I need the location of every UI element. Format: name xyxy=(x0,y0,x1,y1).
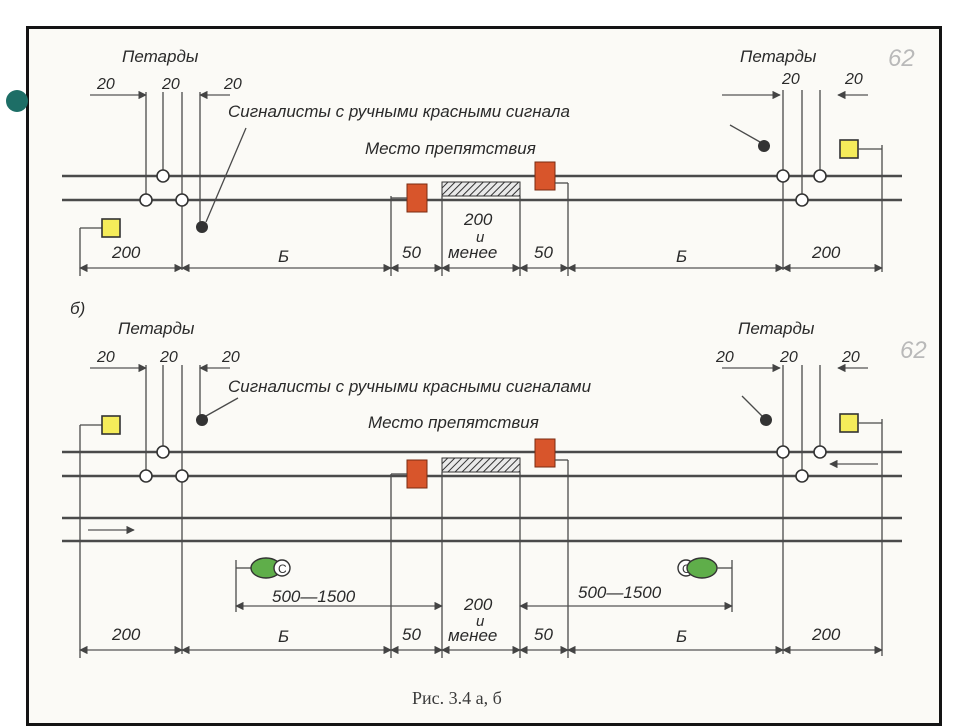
signalman-left-b xyxy=(196,414,208,426)
obstacle-area-b xyxy=(441,457,521,473)
signalman-leader-right-a xyxy=(729,124,761,143)
petard-b-3 xyxy=(175,469,189,483)
red-signal-left-a xyxy=(406,183,428,213)
dim-label-a-less: менее xyxy=(448,243,497,262)
petards-right-label-a: Петарды xyxy=(740,47,817,66)
dim-label-b-less: менее xyxy=(448,626,497,645)
signalman-right-b xyxy=(760,414,772,426)
dim-label-a-200-right: 200 xyxy=(811,243,841,262)
signalmen-label-b: Сигналисты с ручными красными сигналами xyxy=(228,377,592,396)
petard-a-1 xyxy=(139,193,153,207)
signalmen-label-a: Сигналисты с ручными красными сигнала xyxy=(228,102,570,121)
petard-b-r3 xyxy=(813,445,827,459)
yellow-signal-left-b xyxy=(101,415,121,435)
petard-a-3 xyxy=(175,193,189,207)
petard-a-r3 xyxy=(813,169,827,183)
yellow-signal-right-b xyxy=(839,413,859,433)
petard-a-2 xyxy=(156,169,170,183)
signalman-leader-left-b xyxy=(205,397,239,417)
figure-caption: Рис. 3.4 а, б xyxy=(412,688,502,708)
section-a: Петарды Петарды 20 20 20 20 20 Сигналист… xyxy=(62,45,915,276)
page-number-b: 62 xyxy=(900,337,927,364)
dim-label-b-50-left: 50 xyxy=(402,625,421,644)
spacing-left-1-b: 20 xyxy=(96,349,115,366)
signalman-left-a xyxy=(196,221,208,233)
section-b: б) Петарды Петарды 20 20 20 20 20 20 Сиг… xyxy=(62,299,927,658)
spacing-right-3-b: 20 xyxy=(841,349,860,366)
spacing-right-1-a: 20 xyxy=(781,71,800,88)
dim-label-a-50-left: 50 xyxy=(402,243,421,262)
dim-label-a-200-left: 200 xyxy=(111,243,141,262)
petard-a-r1 xyxy=(776,169,790,183)
spacing-right-2-b: 20 xyxy=(779,349,798,366)
dim-label-a-200-mid: 200 xyxy=(463,210,493,229)
petards-left-label-a: Петарды xyxy=(122,47,199,66)
page-number-a: 62 xyxy=(888,45,915,72)
diagram-frame xyxy=(26,26,942,726)
petard-b-r1 xyxy=(776,445,790,459)
dim-label-b-200-right: 200 xyxy=(811,625,841,644)
signalman-leader-left-a xyxy=(205,127,247,223)
dim-label-b-200-left: 200 xyxy=(111,625,141,644)
dim-label-a-and: и xyxy=(476,229,485,246)
spacing-left-2-a: 20 xyxy=(161,76,180,93)
obstacle-label-a: Место препятствия xyxy=(365,139,536,158)
petard-b-2 xyxy=(156,445,170,459)
dim-label-a-50-right: 50 xyxy=(534,243,553,262)
spacing-left-2-b: 20 xyxy=(159,349,178,366)
spacing-left-1-a: 20 xyxy=(96,76,115,93)
red-signal-right-a xyxy=(534,161,556,191)
dim-label-b-b-right: Б xyxy=(676,627,687,646)
signalman-leader-right-b xyxy=(741,395,763,417)
dim-label-a-b-left: Б xyxy=(278,247,289,266)
petard-b-r2 xyxy=(795,469,809,483)
spacing-right-1-b: 20 xyxy=(715,349,734,366)
obstacle-area-a xyxy=(441,181,521,197)
yellow-signal-left-a xyxy=(101,218,121,238)
dim-label-b-200-mid: 200 xyxy=(463,595,493,614)
dim-label-b-b-left: Б xyxy=(278,627,289,646)
spacing-right-2-a: 20 xyxy=(844,71,863,88)
obstacle-label-b: Место препятствия xyxy=(368,413,539,432)
green-signal-right-b: С xyxy=(677,557,732,579)
petards-left-label-b: Петарды xyxy=(118,319,195,338)
dim-label-b-and: и xyxy=(476,613,485,630)
svg-text:С: С xyxy=(278,562,287,576)
dim-label-b-50-right: 50 xyxy=(534,625,553,644)
green-signal-left-b: С xyxy=(236,557,291,579)
spacing-left-3-a: 20 xyxy=(223,76,242,93)
yellow-signal-right-a xyxy=(839,139,859,159)
red-signal-left-b xyxy=(406,459,428,489)
section-b-label: б) xyxy=(70,299,85,318)
slide-bullet xyxy=(6,90,28,112)
red-signal-right-b xyxy=(534,438,556,468)
petard-a-r2 xyxy=(795,193,809,207)
signalman-right-a xyxy=(758,140,770,152)
range-right-label-b: 500—1500 xyxy=(578,583,662,602)
spacing-left-3-b: 20 xyxy=(221,349,240,366)
range-left-label-b: 500—1500 xyxy=(272,587,356,606)
petards-right-label-b: Петарды xyxy=(738,319,815,338)
petard-b-1 xyxy=(139,469,153,483)
dim-label-a-b-right: Б xyxy=(676,247,687,266)
